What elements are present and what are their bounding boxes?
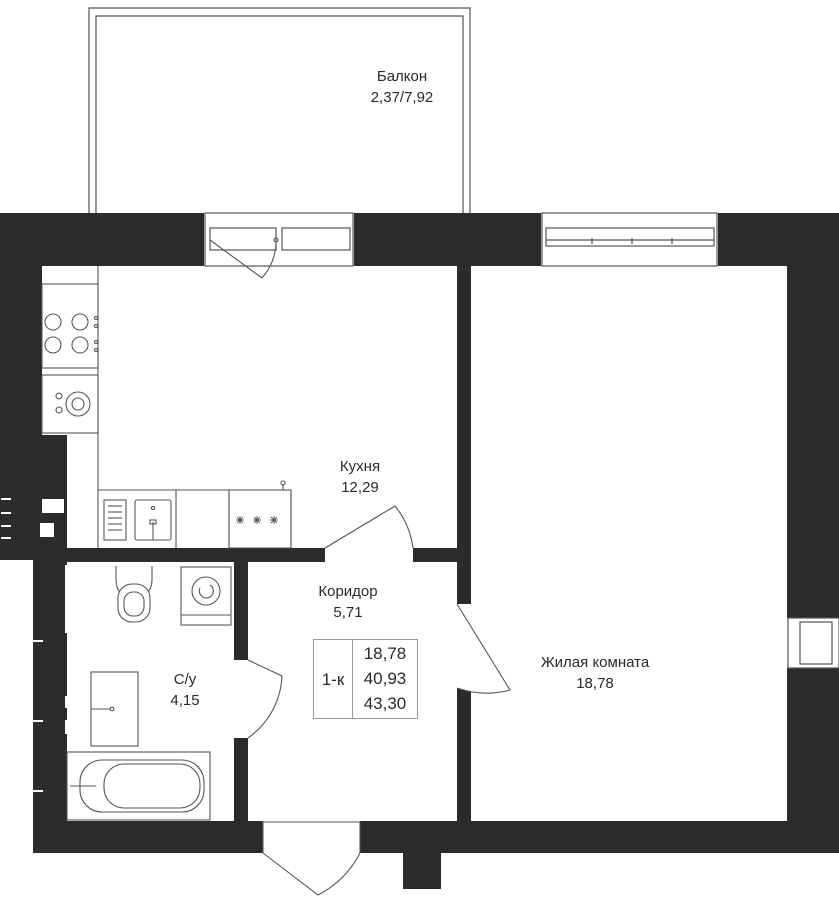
total-with-balcony-value: 43,30: [363, 694, 407, 713]
wall-right-lower: [787, 668, 839, 853]
partition-kitchen-bottom-right: [413, 548, 471, 562]
wall-left-lower: [33, 548, 67, 853]
wall-bottom-right: [360, 821, 839, 853]
toilet-icon: [115, 566, 153, 623]
room-label-bathroom: С/у 4,15: [150, 669, 220, 711]
wall-bottom-left: [33, 821, 263, 853]
bathtub-icon: [66, 751, 211, 821]
balcony-outline: [88, 7, 471, 213]
apartment-type: 1-к: [321, 670, 345, 689]
wall-column: [403, 853, 441, 889]
wall-top-mid: [354, 213, 541, 266]
partition-corridor-living: [457, 688, 471, 822]
room-label-balcony: Балкон 2,37/7,92: [352, 66, 452, 108]
room-name: Кухня: [339, 458, 381, 475]
stove-icon: [44, 313, 99, 354]
room-area: 18,78: [576, 675, 614, 692]
door-icon: [262, 852, 361, 896]
door-icon: [262, 821, 361, 853]
total-area-value: 40,93: [363, 669, 407, 688]
living-area-value: 18,78: [363, 644, 407, 663]
door-icon: [209, 237, 279, 279]
area-summary-divider: [352, 640, 353, 718]
wall-left-inner: [42, 435, 67, 560]
room-label-corridor: Коридор 5,71: [298, 581, 398, 623]
washbasin-icon: [90, 671, 139, 747]
room-area: 5,71: [333, 604, 363, 621]
partition-kitchen-living: [457, 266, 471, 604]
kitchen-counter: [41, 266, 292, 548]
wall-right-upper: [787, 213, 839, 618]
walls: [0, 213, 839, 889]
sink-icon: [103, 499, 172, 541]
room-label-living: Жилая комната 18,78: [515, 652, 675, 694]
partition-kitchen-bottom-left: [67, 548, 325, 562]
room-area: 2,37/7,92: [370, 89, 434, 106]
room-area: 4,15: [170, 692, 200, 709]
partition-bath-upper: [234, 562, 248, 660]
cooktop-icon: [228, 480, 292, 549]
door-swings: [247, 505, 511, 896]
door-icon: [324, 505, 414, 549]
door-icon: [247, 659, 283, 739]
oven-icon: [55, 391, 91, 417]
room-name: Коридор: [318, 583, 378, 600]
room-name: С/у: [173, 671, 197, 688]
washing-machine-icon: [180, 566, 232, 626]
room-name: Балкон: [376, 68, 428, 85]
door-icon: [456, 603, 511, 694]
room-area: 12,29: [341, 479, 379, 496]
room-name: Жилая комната: [540, 654, 650, 671]
area-values: 18,78 40,93 43,30: [354, 641, 416, 716]
room-label-kitchen: Кухня 12,29: [310, 456, 410, 498]
partition-bath-lower: [234, 738, 248, 822]
window-icon: [204, 212, 839, 669]
wall-left-upper: [0, 213, 42, 560]
area-summary: 1-к 18,78 40,93 43,30: [313, 639, 418, 719]
wall-details: [1, 498, 83, 792]
